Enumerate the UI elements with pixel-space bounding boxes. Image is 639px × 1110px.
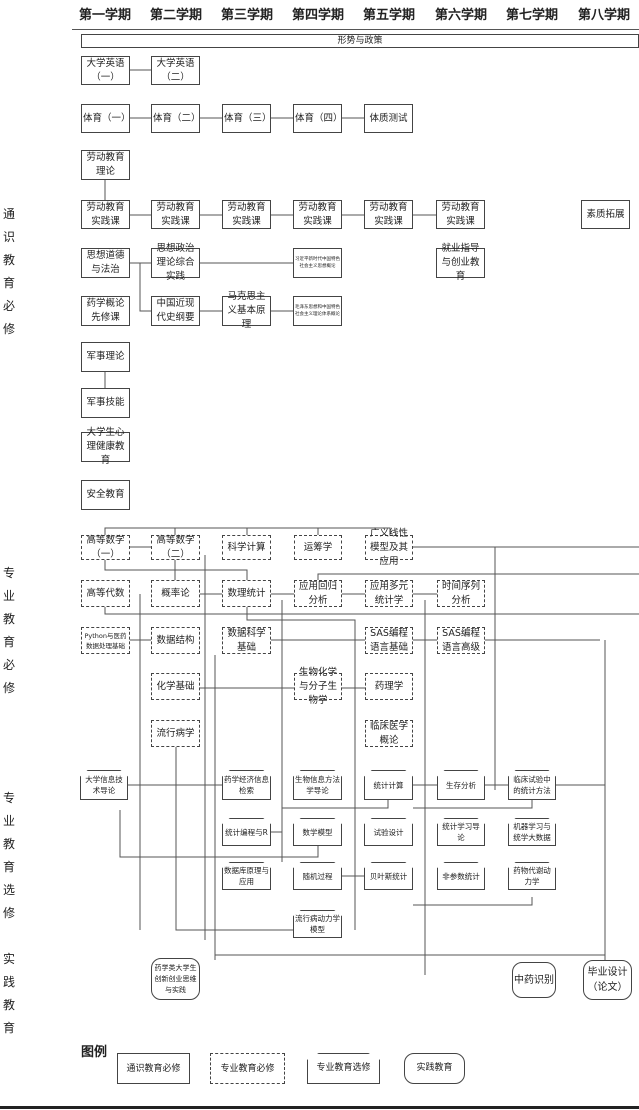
- semester-2: 第二学期: [149, 8, 202, 23]
- semester-7: 第七学期: [505, 8, 558, 23]
- course-fitness-test[interactable]: 体质测试: [364, 104, 413, 133]
- semester-5: 第五学期: [362, 8, 415, 23]
- course-sci-computing[interactable]: 科学计算: [222, 535, 271, 560]
- course-english-1[interactable]: 大学英语（一）: [81, 56, 130, 85]
- course-multivariate[interactable]: 应用多元统计学: [365, 580, 413, 607]
- course-pharmacokinetics[interactable]: 药物代谢动力学: [508, 862, 556, 890]
- course-military-theory[interactable]: 军事理论: [81, 342, 130, 372]
- course-it-intro[interactable]: 大学信息技术导论: [80, 770, 128, 800]
- course-math-stats[interactable]: 数理统计: [222, 580, 271, 607]
- course-thesis[interactable]: 毕业设计（论文）: [583, 960, 632, 1000]
- section-major-required: 专业教育必修: [2, 566, 15, 695]
- course-bayes[interactable]: 贝叶斯统计: [364, 862, 413, 890]
- course-epidemiology[interactable]: 流行病学: [151, 720, 200, 747]
- course-sas-basic[interactable]: SAS编程语言基础: [365, 627, 413, 654]
- legend-major-elective: 专业教育选修: [307, 1053, 380, 1084]
- course-math-model[interactable]: 数学模型: [293, 818, 342, 846]
- course-math-1[interactable]: 高等数学（一）: [81, 535, 130, 560]
- course-mao-thought[interactable]: 毛泽东思想和中国特色社会主义理论体系概论: [293, 296, 342, 326]
- legend-general: 通识教育必修: [117, 1053, 190, 1084]
- course-math-2[interactable]: 高等数学（二）: [151, 535, 200, 560]
- semester-8: 第八学期: [577, 8, 630, 23]
- section-general: 通识教育必修: [2, 207, 15, 336]
- course-biochemistry[interactable]: 生物化学与分子生物学: [294, 667, 342, 706]
- semester-4: 第四学期: [291, 8, 344, 23]
- section-major-elective: 专业教育选修: [2, 791, 15, 920]
- course-stat-computing[interactable]: 统计计算: [364, 770, 413, 800]
- course-pharm-econ-retrieval[interactable]: 药学经济信息检索: [222, 770, 271, 800]
- bottom-border: [0, 1106, 639, 1109]
- semester-6: 第六学期: [434, 8, 487, 23]
- course-stat-learning[interactable]: 统计学习导论: [437, 818, 485, 846]
- course-clinical-trial-stats[interactable]: 临床试验中的统计方法: [508, 770, 556, 800]
- course-time-series[interactable]: 时间序列分析: [437, 580, 485, 607]
- course-bioinformatics[interactable]: 生物信息方法学导论: [293, 770, 342, 800]
- course-english-2[interactable]: 大学英语（二）: [151, 56, 200, 85]
- course-python[interactable]: Python与医药数据处理基础: [81, 627, 130, 654]
- course-quality-expansion[interactable]: 素质拓展: [581, 200, 630, 229]
- course-tcm-identification[interactable]: 中药识别: [512, 962, 556, 998]
- course-clinical-medicine[interactable]: 临床医学概论: [365, 720, 413, 747]
- course-glm[interactable]: 广义线性模型及其应用: [365, 528, 413, 567]
- course-pharmacology[interactable]: 药理学: [365, 673, 413, 700]
- course-labor-practice-1[interactable]: 劳动教育实践课: [81, 200, 130, 229]
- course-algebra[interactable]: 高等代数: [81, 580, 130, 607]
- legend-practice: 实践教育: [404, 1053, 465, 1084]
- semester-1: 第一学期: [78, 8, 131, 23]
- course-policy[interactable]: 形势与政策: [81, 34, 639, 48]
- legend-major-required: 专业教育必修: [210, 1053, 285, 1084]
- course-operations-research[interactable]: 运筹学: [294, 535, 342, 560]
- course-sas-advanced[interactable]: SAS编程语言高级: [437, 627, 485, 654]
- course-data-structure[interactable]: 数据结构: [151, 627, 200, 654]
- course-military-skills[interactable]: 军事技能: [81, 388, 130, 418]
- course-labor-practice-6[interactable]: 劳动教育实践课: [436, 200, 485, 229]
- course-stochastic-process[interactable]: 随机过程: [293, 862, 342, 890]
- course-experiment-design[interactable]: 试验设计: [364, 818, 413, 846]
- course-politics-practice[interactable]: 思想政治理论综合实践: [151, 243, 200, 282]
- course-database[interactable]: 数据库原理与应用: [222, 862, 271, 890]
- course-r-programming[interactable]: 统计编程与R: [222, 818, 271, 846]
- course-pe-3[interactable]: 体育（三）: [222, 104, 272, 133]
- course-chemistry[interactable]: 化学基础: [151, 673, 200, 700]
- course-pharmacy-intro[interactable]: 药学概论先修课: [81, 296, 130, 326]
- course-modern-history[interactable]: 中国近现代史纲要: [151, 296, 200, 326]
- course-pe-2[interactable]: 体育（二）: [151, 104, 201, 133]
- course-safety[interactable]: 安全教育: [81, 480, 130, 510]
- course-data-science[interactable]: 数据科学基础: [222, 627, 271, 654]
- course-pe-1[interactable]: 体育（一）: [81, 104, 131, 133]
- course-nonparametric[interactable]: 非参数统计: [437, 862, 485, 890]
- course-marxism[interactable]: 马克思主义基本原理: [222, 291, 271, 330]
- course-xi-thought[interactable]: 习近平新时代中国特色社会主义思想概论: [293, 248, 342, 278]
- semester-3: 第三学期: [220, 8, 273, 23]
- course-regression[interactable]: 应用回归分析: [294, 580, 342, 607]
- course-labor-practice-3[interactable]: 劳动教育实践课: [222, 200, 271, 229]
- course-mental-health[interactable]: 大学生心理健康教育: [81, 427, 130, 466]
- legend-title: 图例: [81, 1045, 108, 1060]
- header-divider: [72, 29, 639, 30]
- course-innovation[interactable]: 药学类大学生创新创业思维与实践: [151, 958, 200, 1000]
- course-labor-practice-5[interactable]: 劳动教育实践课: [364, 200, 413, 229]
- course-pe-4[interactable]: 体育（四）: [293, 104, 343, 133]
- course-career-guidance[interactable]: 就业指导与创业教育: [436, 243, 485, 282]
- section-practice: 实践教育: [2, 952, 15, 1035]
- course-probability[interactable]: 概率论: [151, 580, 200, 607]
- course-ml-bigdata[interactable]: 机器学习与统学大数据: [508, 818, 556, 846]
- course-epi-dynamics[interactable]: 流行病动力学模型: [293, 910, 342, 938]
- course-labor-practice-2[interactable]: 劳动教育实践课: [151, 200, 200, 229]
- course-labor-theory[interactable]: 劳动教育理论: [81, 150, 130, 180]
- course-survival-analysis[interactable]: 生存分析: [437, 770, 485, 800]
- course-labor-practice-4[interactable]: 劳动教育实践课: [293, 200, 342, 229]
- course-morality-law[interactable]: 思想道德与法治: [81, 248, 130, 278]
